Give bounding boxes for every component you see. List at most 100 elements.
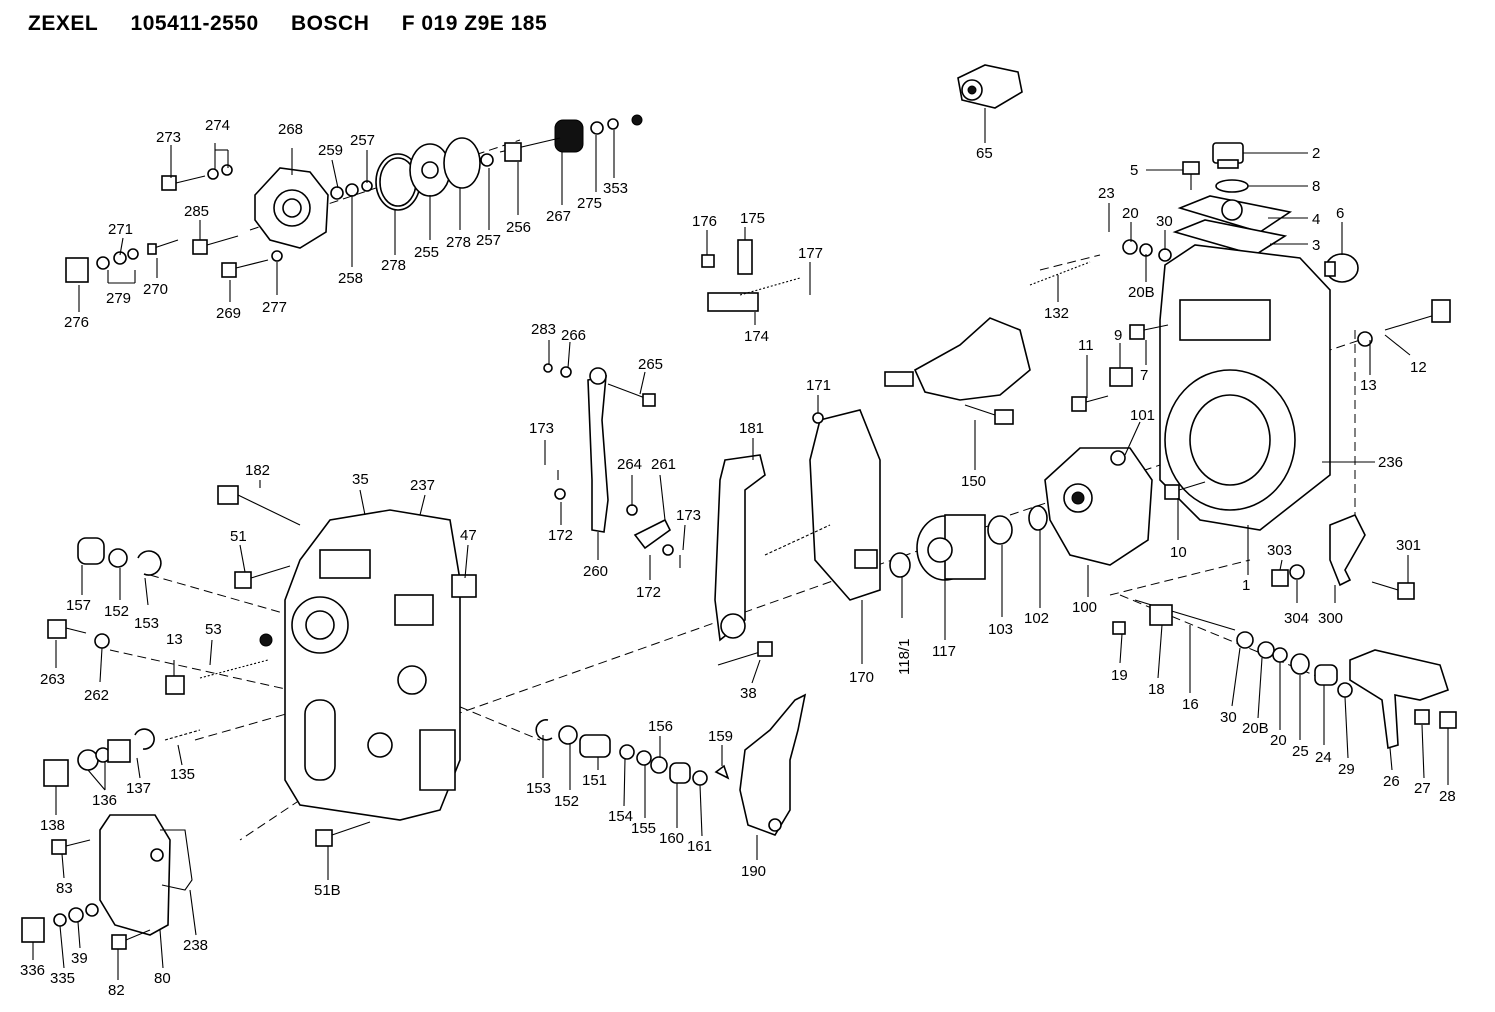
callout-173b: 173 — [676, 507, 701, 524]
part-182-bolt — [217, 485, 301, 526]
callout-132: 132 — [1044, 305, 1069, 322]
part-16-shaft — [1134, 599, 1236, 631]
part-181-lever — [714, 454, 766, 642]
part-number: 105411-2550 — [130, 12, 259, 35]
callout-6: 6 — [1336, 205, 1344, 222]
callout-20Bb: 20B — [1242, 720, 1269, 737]
callout-labels: 273 274 268 259 257 258 278 255 278 257 … — [20, 117, 1456, 999]
callout-101: 101 — [1130, 407, 1155, 424]
callout-13: 13 — [1360, 377, 1377, 394]
part-65-nut — [957, 64, 1023, 109]
callout-176: 176 — [692, 213, 717, 230]
callout-3: 3 — [1312, 237, 1320, 254]
callout-153b: 153 — [526, 780, 551, 797]
callout-20b: 20 — [1270, 732, 1287, 749]
callout-268: 268 — [278, 121, 303, 138]
callout-275: 275 — [577, 195, 602, 212]
part-6-plug — [1324, 253, 1359, 283]
callout-273: 273 — [156, 129, 181, 146]
callout-278: 278 — [381, 257, 406, 274]
part-260-link — [587, 367, 609, 533]
callout-277: 277 — [262, 299, 287, 316]
callout-157: 157 — [66, 597, 91, 614]
part-157-plug — [77, 537, 105, 565]
part-3-gasket — [1172, 219, 1288, 256]
callout-150: 150 — [961, 473, 986, 490]
part-278b-ring — [443, 137, 481, 189]
part-83-bolt — [51, 839, 91, 855]
callout-152: 152 — [104, 603, 129, 620]
part-267-spring — [499, 119, 584, 153]
callout-269: 269 — [216, 305, 241, 322]
callout-285: 285 — [184, 203, 209, 220]
callout-11: 11 — [1078, 337, 1094, 354]
callout-8: 8 — [1312, 178, 1320, 195]
maker-number: F 019 Z9E 185 — [401, 12, 548, 35]
callout-262: 262 — [84, 687, 109, 704]
callout-19: 19 — [1111, 667, 1128, 684]
callout-4: 4 — [1312, 211, 1320, 228]
diagram-header: ZEXEL 105411-2550 BOSCH F 019 Z9E 185 — [28, 12, 573, 36]
callout-100: 100 — [1072, 599, 1097, 616]
part-270-bolt — [147, 239, 179, 255]
callout-190: 190 — [741, 863, 766, 880]
callout-156: 156 — [648, 718, 673, 735]
part-285-bolt — [192, 235, 239, 255]
callout-238: 238 — [183, 937, 208, 954]
callout-83: 83 — [56, 880, 73, 897]
part-135-spring — [164, 729, 201, 741]
part-13-nut — [165, 675, 185, 695]
callout-336: 336 — [20, 962, 45, 979]
callout-276: 276 — [64, 314, 89, 331]
callout-28: 28 — [1439, 788, 1456, 805]
callout-301: 301 — [1396, 537, 1421, 554]
part-9-bracket — [1109, 367, 1133, 387]
callout-151: 151 — [582, 772, 607, 789]
callout-279: 279 — [106, 290, 131, 307]
callout-23: 23 — [1098, 185, 1115, 202]
callout-175: 175 — [740, 210, 765, 227]
callout-51B: 51B — [314, 882, 341, 899]
callout-135: 135 — [170, 766, 195, 783]
callout-102: 102 — [1024, 610, 1049, 627]
callout-25: 25 — [1292, 743, 1309, 760]
callout-274: 274 — [205, 117, 230, 134]
callout-237: 237 — [410, 477, 435, 494]
callout-300: 300 — [1318, 610, 1343, 627]
callout-152b: 152 — [554, 793, 579, 810]
part-268-cover — [254, 167, 329, 249]
callout-303: 303 — [1267, 542, 1292, 559]
part-19-bolt — [1112, 621, 1126, 635]
callout-160: 160 — [659, 830, 684, 847]
part-301-bolt — [1371, 581, 1415, 600]
callout-263: 263 — [40, 671, 65, 688]
callout-118-1: 118/1 — [896, 639, 913, 675]
part-25-spring — [1290, 653, 1310, 675]
callout-80: 80 — [154, 970, 171, 987]
callout-117: 117 — [932, 643, 956, 660]
part-35-housing — [284, 509, 461, 821]
part-336-nut — [21, 917, 45, 943]
part-150-lever — [884, 317, 1031, 425]
callout-5: 5 — [1130, 162, 1138, 179]
callout-177: 177 — [798, 245, 823, 262]
leader-lines — [32, 108, 1449, 980]
maker-label: BOSCH — [291, 12, 370, 35]
callout-260: 260 — [583, 563, 608, 580]
part-132-spring — [1029, 261, 1091, 286]
callout-38: 38 — [740, 685, 757, 702]
callout-257b: 257 — [476, 232, 501, 249]
part-80-cover — [99, 814, 171, 936]
callout-12: 12 — [1410, 359, 1427, 376]
callout-153: 153 — [134, 615, 159, 632]
callout-236: 236 — [1378, 454, 1403, 471]
callout-20B: 20B — [1128, 284, 1155, 301]
callout-137: 137 — [126, 780, 151, 797]
callout-29: 29 — [1338, 761, 1355, 778]
part-265-bolt — [607, 383, 656, 407]
part-170-lever — [809, 409, 881, 601]
callout-39: 39 — [71, 950, 88, 967]
part-273-bolt — [161, 175, 206, 191]
callout-65: 65 — [976, 145, 993, 162]
